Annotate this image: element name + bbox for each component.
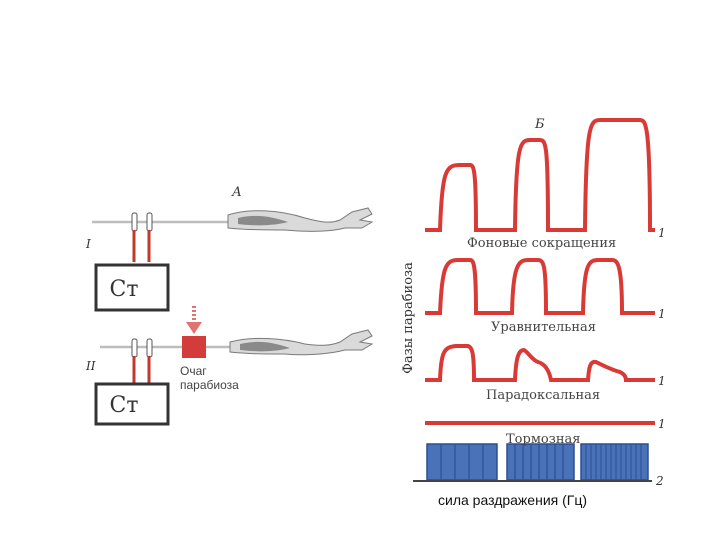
stimulator-top	[94, 263, 170, 312]
stimulator-top-label: Ст	[109, 277, 138, 302]
setup-b: Очаг парабиоза II Ст	[85, 306, 374, 426]
label-a: А	[231, 185, 242, 200]
electrode-2-bottom	[146, 338, 153, 358]
label-ii: II	[85, 359, 96, 373]
stim-group-high	[580, 443, 649, 481]
phase-1-label: Фоновые сокращения	[467, 236, 616, 251]
phase-1-marker: 1	[658, 226, 666, 240]
frog-leg-bottom	[229, 329, 374, 356]
trace-equalizing	[425, 258, 655, 315]
setup-a: А I Ст	[85, 185, 374, 312]
label-b: Б	[534, 117, 545, 132]
focus-label-line2: парабиоза	[180, 378, 239, 392]
electrode-2-top	[146, 212, 153, 232]
trace-paradoxical	[425, 344, 655, 382]
label-i: I	[85, 237, 91, 251]
phases-vertical-label: Фазы парабиоза	[401, 262, 416, 374]
frog-leg-top	[227, 207, 374, 232]
parabiosis-focus-box	[182, 336, 206, 358]
electrode-1-top	[131, 212, 138, 232]
phase-2-label: Уравнительная	[491, 320, 596, 335]
down-arrow-icon	[186, 306, 202, 334]
electrode-1-bottom	[131, 338, 138, 358]
stimulation-bars	[426, 443, 649, 481]
stim-group-mid	[506, 443, 575, 481]
stimulator-bottom	[94, 382, 170, 426]
stimulator-bottom-label: Ст	[109, 393, 138, 418]
stim-group-low	[426, 443, 498, 481]
trace-background	[425, 118, 655, 232]
phase-4-label: Тормозная	[506, 432, 580, 447]
phase-3-marker: 1	[658, 374, 666, 388]
phase-3-label: Парадоксальная	[486, 388, 600, 403]
phase-2-marker: 1	[658, 307, 666, 321]
phase-4-marker: 1	[658, 417, 666, 431]
stim-marker: 2	[655, 474, 664, 488]
focus-label-line1: Очаг	[180, 364, 207, 378]
x-axis-label: сила раздражения (Гц)	[438, 492, 587, 508]
